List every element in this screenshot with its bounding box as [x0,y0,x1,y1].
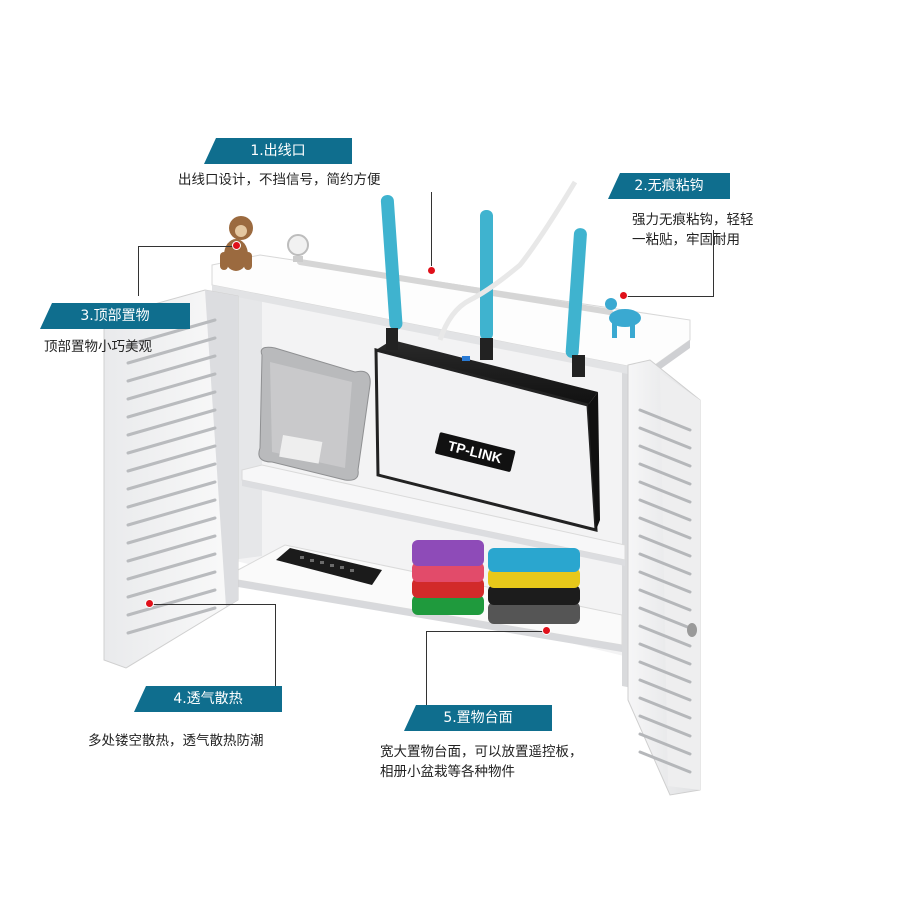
photo-albums [412,540,580,624]
marker-dot-3 [232,241,241,250]
callout-line-2h [624,296,714,297]
router-device: TP-LINK [374,340,600,532]
callout-line-1 [431,192,432,270]
marker-dot-4 [145,599,154,608]
callout-title-4: 4.透气散热 [134,686,282,712]
right-door-vents [638,408,692,774]
callout-desc-2: 强力无痕粘钩，轻轻 一粘贴，牢固耐用 [632,212,754,248]
callout-line-4 [275,604,276,686]
callout-desc-4: 多处镂空散热，透气散热防潮 [88,733,264,749]
marker-dot-2 [619,291,628,300]
callout-desc-3: 顶部置物小巧美观 [44,339,152,355]
callout-desc-1: 出线口设计，不挡信号，简约方便 [178,172,381,188]
callout-desc-5: 宽大置物台面，可以放置遥控板， 相册小盆栽等各种物件 [380,744,583,780]
middle-shelf [241,464,626,561]
remote-control [276,548,382,585]
door-knob [687,623,697,637]
callout-line-3 [138,246,139,296]
callout-title-2: 2.无痕粘钩 [608,173,730,199]
monkey-figurine [220,216,253,271]
cable [437,180,578,341]
callout-line-2 [713,230,714,296]
callout-title-3: 3.顶部置物 [40,303,190,329]
callout-line-3h [138,246,236,247]
grey-device [258,346,371,481]
left-door-vents [126,318,217,635]
callout-line-5h [426,631,548,632]
small-clock [287,234,309,262]
marker-dot-1 [427,266,436,275]
callout-title-5: 5.置物台面 [404,705,552,731]
marker-dot-5 [542,626,551,635]
router-antennas [380,195,587,377]
callout-line-5 [426,631,427,707]
left-side-wall [232,290,262,560]
callout-title-1: 1.出线口 [204,138,352,164]
callout-line-4h [150,604,276,605]
blue-animal-figurine [605,298,641,338]
